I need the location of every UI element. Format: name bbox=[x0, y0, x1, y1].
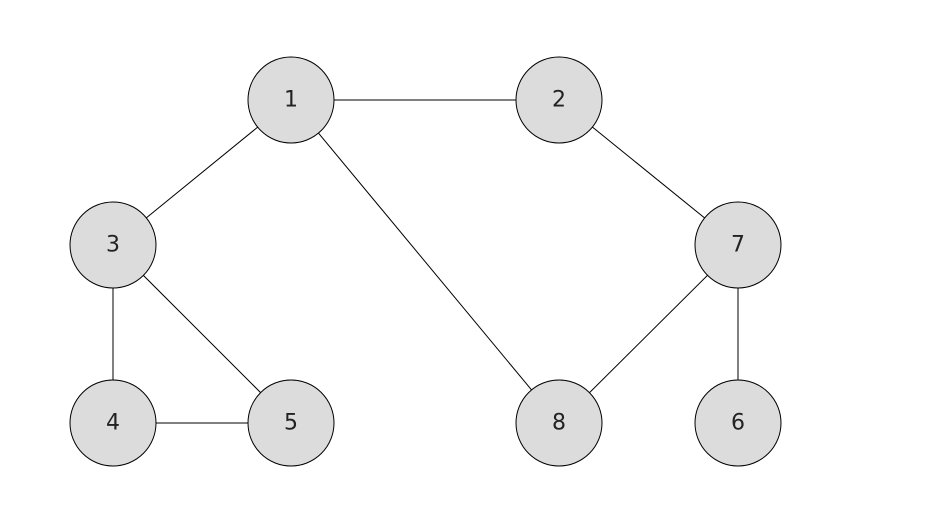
node-label-7: 7 bbox=[731, 233, 745, 258]
node-circle-4 bbox=[69, 379, 157, 467]
node-circle-1 bbox=[247, 56, 335, 144]
node-circle-7 bbox=[694, 201, 782, 289]
edges-layer bbox=[112, 99, 739, 424]
node-2: 2 bbox=[515, 56, 603, 144]
node-label-5: 5 bbox=[284, 411, 298, 436]
node-circle-2 bbox=[515, 56, 603, 144]
node-6: 6 bbox=[694, 379, 782, 467]
node-circle-5 bbox=[247, 379, 335, 467]
node-circle-8 bbox=[515, 379, 603, 467]
node-label-1: 1 bbox=[284, 88, 298, 113]
node-7: 7 bbox=[694, 201, 782, 289]
node-circle-3 bbox=[69, 201, 157, 289]
node-3: 3 bbox=[69, 201, 157, 289]
nodes-layer: 1 2 3 4 5 6 7 8 bbox=[69, 56, 782, 467]
node-label-3: 3 bbox=[106, 233, 120, 258]
node-8: 8 bbox=[515, 379, 603, 467]
node-label-2: 2 bbox=[552, 88, 566, 113]
node-circle-6 bbox=[694, 379, 782, 467]
node-1: 1 bbox=[247, 56, 335, 144]
edge-1-8 bbox=[290, 99, 560, 424]
node-label-4: 4 bbox=[106, 411, 120, 436]
node-label-6: 6 bbox=[731, 411, 745, 436]
node-4: 4 bbox=[69, 379, 157, 467]
node-label-8: 8 bbox=[552, 411, 566, 436]
node-5: 5 bbox=[247, 379, 335, 467]
